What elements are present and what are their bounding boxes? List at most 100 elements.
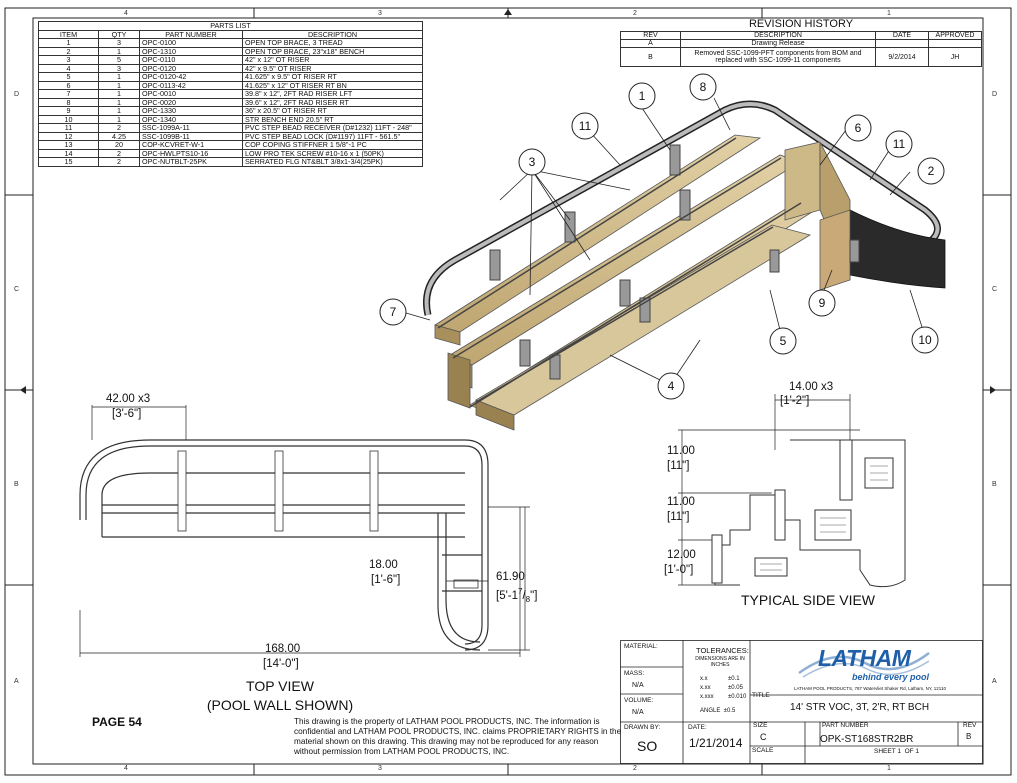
balloon-label: 3 xyxy=(529,155,536,169)
balloon-label: 4 xyxy=(668,379,675,393)
revision-date: 9/2/2014 xyxy=(875,47,929,68)
dim-total: 168.00 xyxy=(265,643,301,655)
drawn-by-label: DRAWN BY: xyxy=(624,724,661,731)
balloon-label: 6 xyxy=(855,121,862,135)
item-part-number: OPC-HWLPTS10-16 xyxy=(139,148,243,158)
item-number: 9 xyxy=(38,106,99,116)
parts-list-header: PART NUMBER xyxy=(139,29,243,39)
zone-label-right-d: D xyxy=(992,91,998,98)
balloon-10 xyxy=(911,326,939,354)
item-qty: 2 xyxy=(98,148,140,158)
dim-riser-1: 11.00 xyxy=(667,445,695,457)
item-qty: 2 xyxy=(98,123,140,133)
dim-bench-ft: [1'-6"] xyxy=(371,574,401,586)
item-number: 7 xyxy=(38,89,99,99)
item-qty: 20 xyxy=(98,140,140,150)
balloon-8 xyxy=(689,73,717,101)
tolerances-sub: DIMENSIONS ARE IN INCHES xyxy=(695,656,745,668)
revision-history: REVISION HISTORY REV DESCRIPTION DATE AP… xyxy=(620,18,982,68)
zone-label-top-4: 4 xyxy=(124,10,128,17)
item-qty: 1 xyxy=(98,46,140,56)
dim-total-ft: [14'-0"] xyxy=(263,658,299,670)
revision-desc: Removed SSC-1099-PFT components from BOM… xyxy=(680,47,876,68)
tol-label: x.x xyxy=(700,676,708,682)
balloon-label: 5 xyxy=(780,334,787,348)
zone-label-right-a: A xyxy=(992,678,997,685)
item-qty: 2 xyxy=(98,157,140,167)
rev-value: B xyxy=(966,732,972,741)
revision-header: REV xyxy=(620,30,681,40)
volume-value: N/A xyxy=(632,709,644,716)
tol-value: ±0.1 xyxy=(728,676,740,682)
title-block-grid xyxy=(620,640,983,764)
item-part-number: OPC-1340 xyxy=(139,114,243,124)
item-number: 3 xyxy=(38,55,99,65)
size-label: SIZE xyxy=(753,722,768,729)
revision-approved xyxy=(928,38,982,49)
side-view-drawing xyxy=(678,394,906,588)
dim-riser-3-ft: [1'-0"] xyxy=(664,564,694,576)
dim-riser-1-ft: [11"] xyxy=(667,460,690,472)
zone-label-bottom-1: 1 xyxy=(887,765,891,772)
date-label: DATE: xyxy=(688,724,707,731)
item-part-number: OPC-1310 xyxy=(139,46,243,56)
revision-date xyxy=(875,38,929,49)
revision-title: REVISION HISTORY xyxy=(620,18,982,32)
sheet-number: SHEET 1 OF 1 xyxy=(874,748,920,755)
dim-bench: 18.00 xyxy=(369,559,398,571)
item-qty: 1 xyxy=(98,114,140,124)
mass-value: N/A xyxy=(632,682,644,689)
balloon-6 xyxy=(844,114,872,142)
balloon-9 xyxy=(808,289,836,317)
revision-header: DESCRIPTION xyxy=(680,30,876,40)
zone-label-top-3: 3 xyxy=(378,10,382,17)
balloon-1 xyxy=(628,82,656,110)
item-part-number: SSC-1099A-11 xyxy=(139,123,243,133)
item-part-number: OPC-0120-42 xyxy=(139,72,243,82)
zone-label-top-2: 2 xyxy=(633,10,637,17)
dim-tread-depth: 14.00 x3 xyxy=(789,381,834,393)
zone-label-left-d: D xyxy=(14,91,20,98)
zone-label-left-a: A xyxy=(14,678,19,685)
material-label: MATERIAL: xyxy=(624,643,658,650)
part-number-label: PART NUMBER xyxy=(822,722,869,729)
revision-desc: Drawing Release xyxy=(680,38,876,49)
item-number: 1 xyxy=(38,38,99,48)
balloon-label: 11 xyxy=(579,119,592,133)
zone-label-bottom-2: 2 xyxy=(633,765,637,772)
latham-logo xyxy=(798,652,930,678)
zone-label-right-b: B xyxy=(992,481,997,488)
balloon-label: 2 xyxy=(928,164,935,178)
zone-label-bottom-4: 4 xyxy=(124,765,128,772)
parts-list-title: PARTS LIST xyxy=(38,21,423,31)
top-view-title: TOP VIEW xyxy=(246,678,314,694)
title-label: TITLE xyxy=(752,692,770,699)
item-part-number: SSC-1099B-11 xyxy=(139,131,243,141)
item-part-number: OPC-0110 xyxy=(139,55,243,65)
item-part-number: OPC-0020 xyxy=(139,97,243,107)
item-qty: 1 xyxy=(98,80,140,90)
item-qty: 1 xyxy=(98,106,140,116)
balloon-label: 11 xyxy=(893,137,906,151)
mass-label: MASS: xyxy=(624,670,645,677)
top-view-drawing xyxy=(79,405,530,657)
balloon-11 xyxy=(571,112,599,140)
revision-header: APPROVED xyxy=(928,30,982,40)
balloon-label: 1 xyxy=(639,89,646,103)
item-part-number: OPC-0100 xyxy=(139,38,243,48)
revision-rev: A xyxy=(620,38,681,49)
company-address: LATHAM POOL PRODUCTS, 787 Watervliet Sha… xyxy=(794,686,946,691)
dim-tread-depth-ft: [1'-2"] xyxy=(780,395,810,407)
revision-rev: B xyxy=(620,47,681,68)
drawing-title: 14' STR VOC, 3T, 2'R, RT BCH xyxy=(790,702,930,713)
item-qty: 3 xyxy=(98,63,140,73)
item-part-number: COP-KCVRET-W-1 xyxy=(139,140,243,150)
balloon-label: 9 xyxy=(819,296,826,310)
zone-label-left-c: C xyxy=(14,286,20,293)
